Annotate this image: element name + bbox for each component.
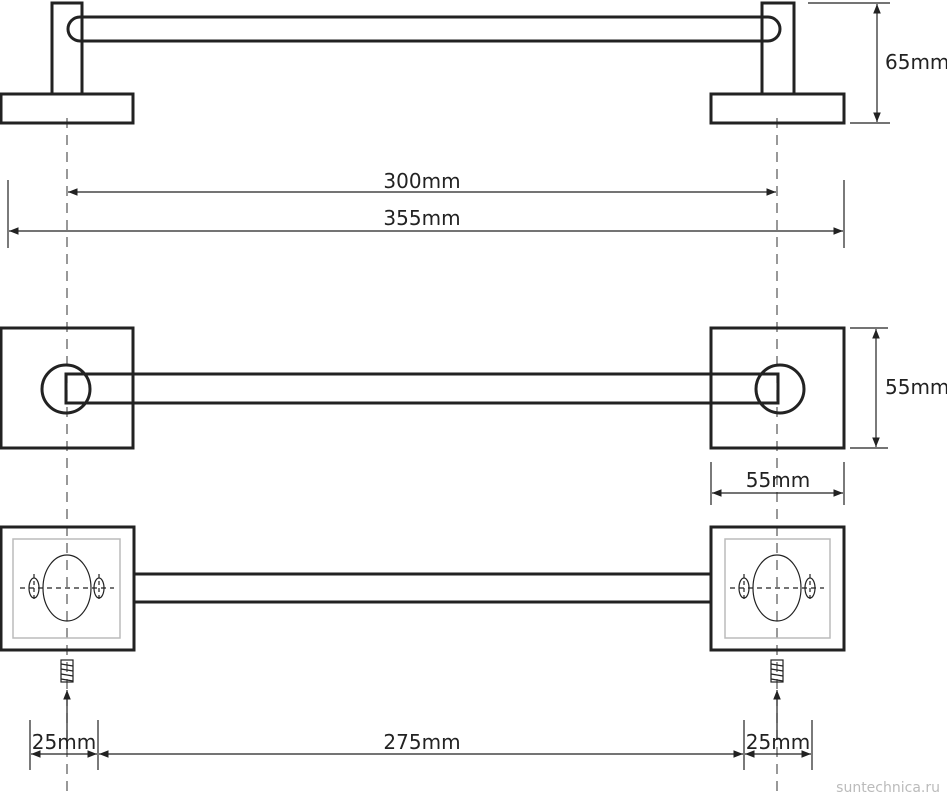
plate-width-label: 55mm: [746, 468, 810, 492]
left-mount-bracket: [20, 554, 114, 622]
plate-width-dimension: 55mm: [710, 462, 845, 505]
right-mount-bracket: [730, 554, 824, 622]
left-base-plate: [0, 92, 135, 125]
right-knob: [754, 363, 806, 415]
left-offset-label: 25mm: [32, 730, 96, 754]
center-spacing-label: 300mm: [383, 169, 460, 193]
overall-length-label: 355mm: [383, 206, 460, 230]
front-bar: [64, 372, 780, 405]
side-bar: [66, 15, 782, 43]
right-screw: [770, 659, 784, 683]
front-view: [0, 326, 846, 450]
plate-height-dimension: 55mm: [850, 327, 947, 449]
right-square-plate: [709, 326, 846, 450]
watermark: suntechnica.ru: [836, 780, 940, 796]
back-bar: [132, 572, 713, 604]
bottom-dimensions: 25mm 275mm 25mm: [29, 720, 813, 770]
right-base-plate: [709, 92, 846, 125]
left-knob: [40, 363, 92, 415]
right-post: [760, 1, 796, 94]
side-view: [0, 1, 846, 125]
height-dimension: 65mm: [808, 2, 947, 124]
left-screw: [60, 659, 74, 683]
back-view: [0, 525, 846, 740]
overall-length-dimension: 355mm: [7, 180, 845, 248]
bar-span-label: 275mm: [383, 730, 460, 754]
left-post: [50, 1, 84, 94]
left-square-plate: [0, 326, 135, 450]
center-spacing-dimension: 300mm: [68, 169, 776, 196]
height-side-label: 65mm: [885, 50, 947, 74]
right-offset-label: 25mm: [746, 730, 810, 754]
plate-height-label: 55mm: [885, 375, 947, 399]
